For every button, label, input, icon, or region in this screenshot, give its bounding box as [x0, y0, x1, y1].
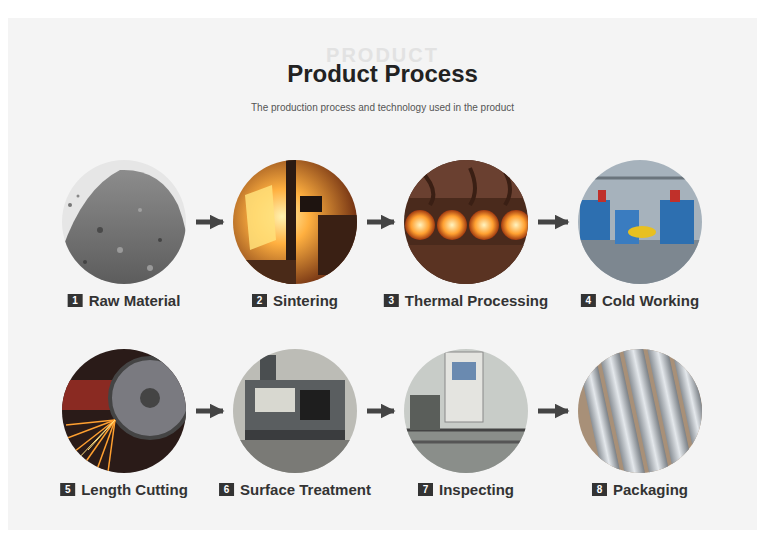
step-name: Inspecting [439, 481, 514, 498]
flow-arrow [538, 220, 568, 225]
flow-arrow [196, 220, 223, 225]
step-name: Packaging [613, 481, 688, 498]
flow-arrow [196, 409, 223, 414]
process-step: 2Sintering [233, 160, 357, 284]
step-name: Sintering [273, 292, 338, 309]
process-step: 5Length Cutting [62, 349, 186, 473]
process-step: 4Cold Working [578, 160, 702, 284]
step-label: 7 Inspecting [418, 481, 514, 498]
step-number: 3 [384, 294, 399, 307]
step-number: 8 [592, 483, 607, 496]
process-step: 3Thermal Processing [404, 160, 528, 284]
subtitle: The production process and technology us… [0, 102, 765, 113]
flow-arrow [538, 409, 568, 414]
step-label: 5 Length Cutting [60, 481, 188, 498]
step-number: 5 [60, 483, 75, 496]
step-label: 2 Sintering [252, 292, 338, 309]
step-number: 2 [252, 294, 267, 307]
step-name: Thermal Processing [405, 292, 548, 309]
flow-arrow [367, 220, 394, 225]
step-number: 6 [219, 483, 234, 496]
step-name: Length Cutting [81, 481, 188, 498]
page-title: Product Process [0, 60, 765, 88]
step-name: Surface Treatment [240, 481, 371, 498]
step-number: 4 [581, 294, 596, 307]
flow-arrow [367, 409, 394, 414]
process-step: 8Packaging [578, 349, 702, 473]
step-label: 1 Raw Material [68, 292, 181, 309]
step-label: 4 Cold Working [581, 292, 699, 309]
process-step: 6Surface Treatment [233, 349, 357, 473]
step-number: 1 [68, 294, 83, 307]
step-label: 8 Packaging [592, 481, 688, 498]
step-label: 3 Thermal Processing [384, 292, 548, 309]
step-name: Cold Working [602, 292, 699, 309]
process-step: 7Inspecting [404, 349, 528, 473]
step-name: Raw Material [89, 292, 181, 309]
step-number: 7 [418, 483, 433, 496]
process-step: 1Raw Material [62, 160, 186, 284]
step-label: 6 Surface Treatment [219, 481, 371, 498]
